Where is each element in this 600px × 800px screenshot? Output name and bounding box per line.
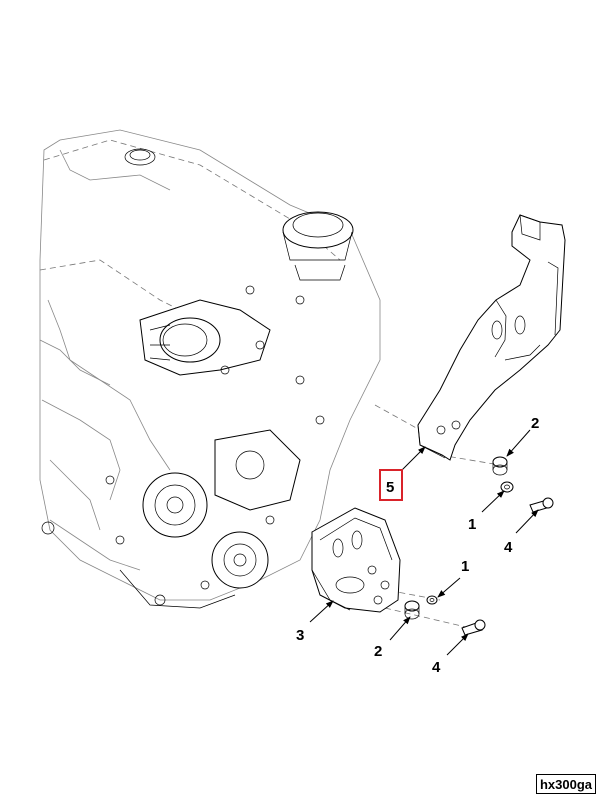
callout-3: 3: [296, 627, 304, 644]
leader-lines: [309, 429, 539, 656]
callout-1-lower: 1: [461, 558, 469, 575]
callout-2-upper: 2: [531, 415, 539, 432]
engine-block-outline: [39, 129, 381, 609]
spacer-lower: [404, 600, 420, 620]
callout-5-highlight-box: [379, 469, 403, 501]
callout-5: 5: [386, 479, 394, 496]
callout-2-lower: 2: [374, 643, 382, 660]
callout-1-upper: 1: [468, 516, 476, 533]
figure-reference-label: hx300ga: [536, 774, 596, 794]
bolt-lower: [461, 619, 486, 636]
callout-4-upper: 4: [504, 539, 513, 556]
lower-bracket: [311, 507, 401, 613]
spacer-upper: [492, 456, 508, 476]
washer-upper: [500, 481, 514, 493]
bolt-upper: [529, 497, 554, 513]
upper-bracket: [417, 214, 566, 461]
callout-4-lower: 4: [432, 659, 441, 676]
washer-lower: [426, 595, 438, 605]
